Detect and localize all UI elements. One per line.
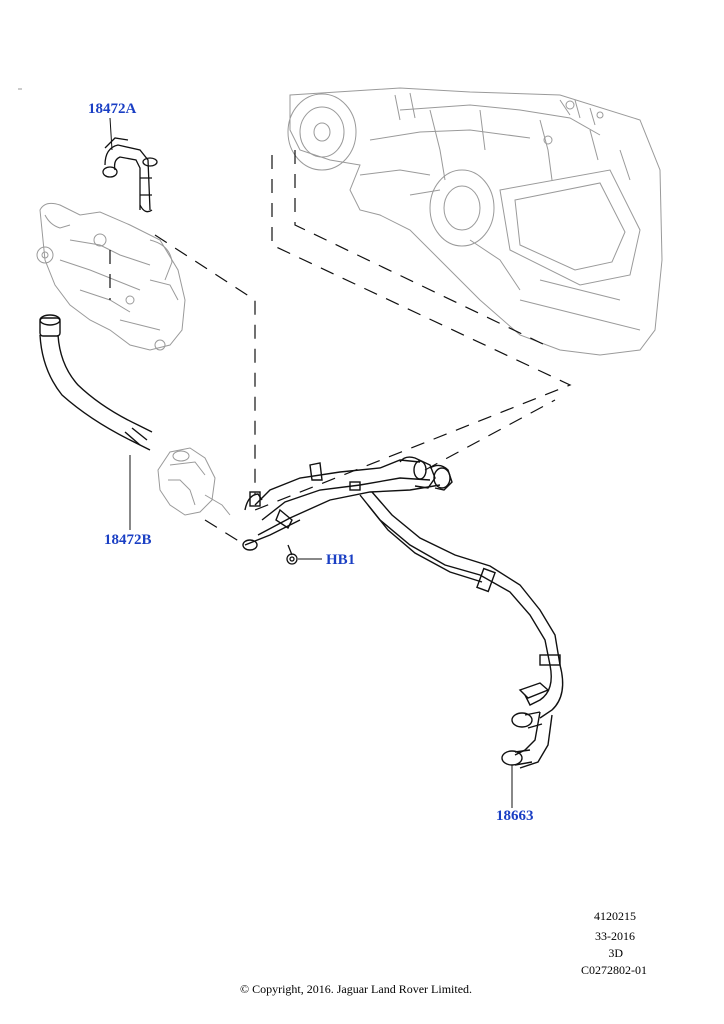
hose-harness-18663	[242, 456, 564, 769]
pump-assembly	[36, 202, 186, 351]
leader-18472a	[109, 117, 113, 151]
valve-assembly	[157, 447, 231, 516]
callout-18472a[interactable]: 18472A	[88, 101, 137, 117]
footer-code-1: 4120215	[594, 909, 636, 923]
callout-18472b[interactable]: 18472B	[104, 532, 152, 548]
hvac-unit	[287, 87, 663, 356]
copyright-notice: © Copyright, 2016. Jaguar Land Rover Lim…	[239, 982, 473, 996]
footer-code-4: C0272802-01	[581, 963, 647, 977]
alignment-lines	[109, 150, 572, 546]
bolt-hb1	[286, 544, 298, 565]
callout-hb1[interactable]: HB1	[326, 552, 356, 568]
hose-18472a	[102, 137, 158, 213]
footer-code-2: 33-2016	[595, 929, 635, 943]
hose-18472b	[39, 314, 153, 451]
callout-18663[interactable]: 18663	[496, 808, 534, 824]
footer-code-3: 3D	[608, 946, 623, 960]
